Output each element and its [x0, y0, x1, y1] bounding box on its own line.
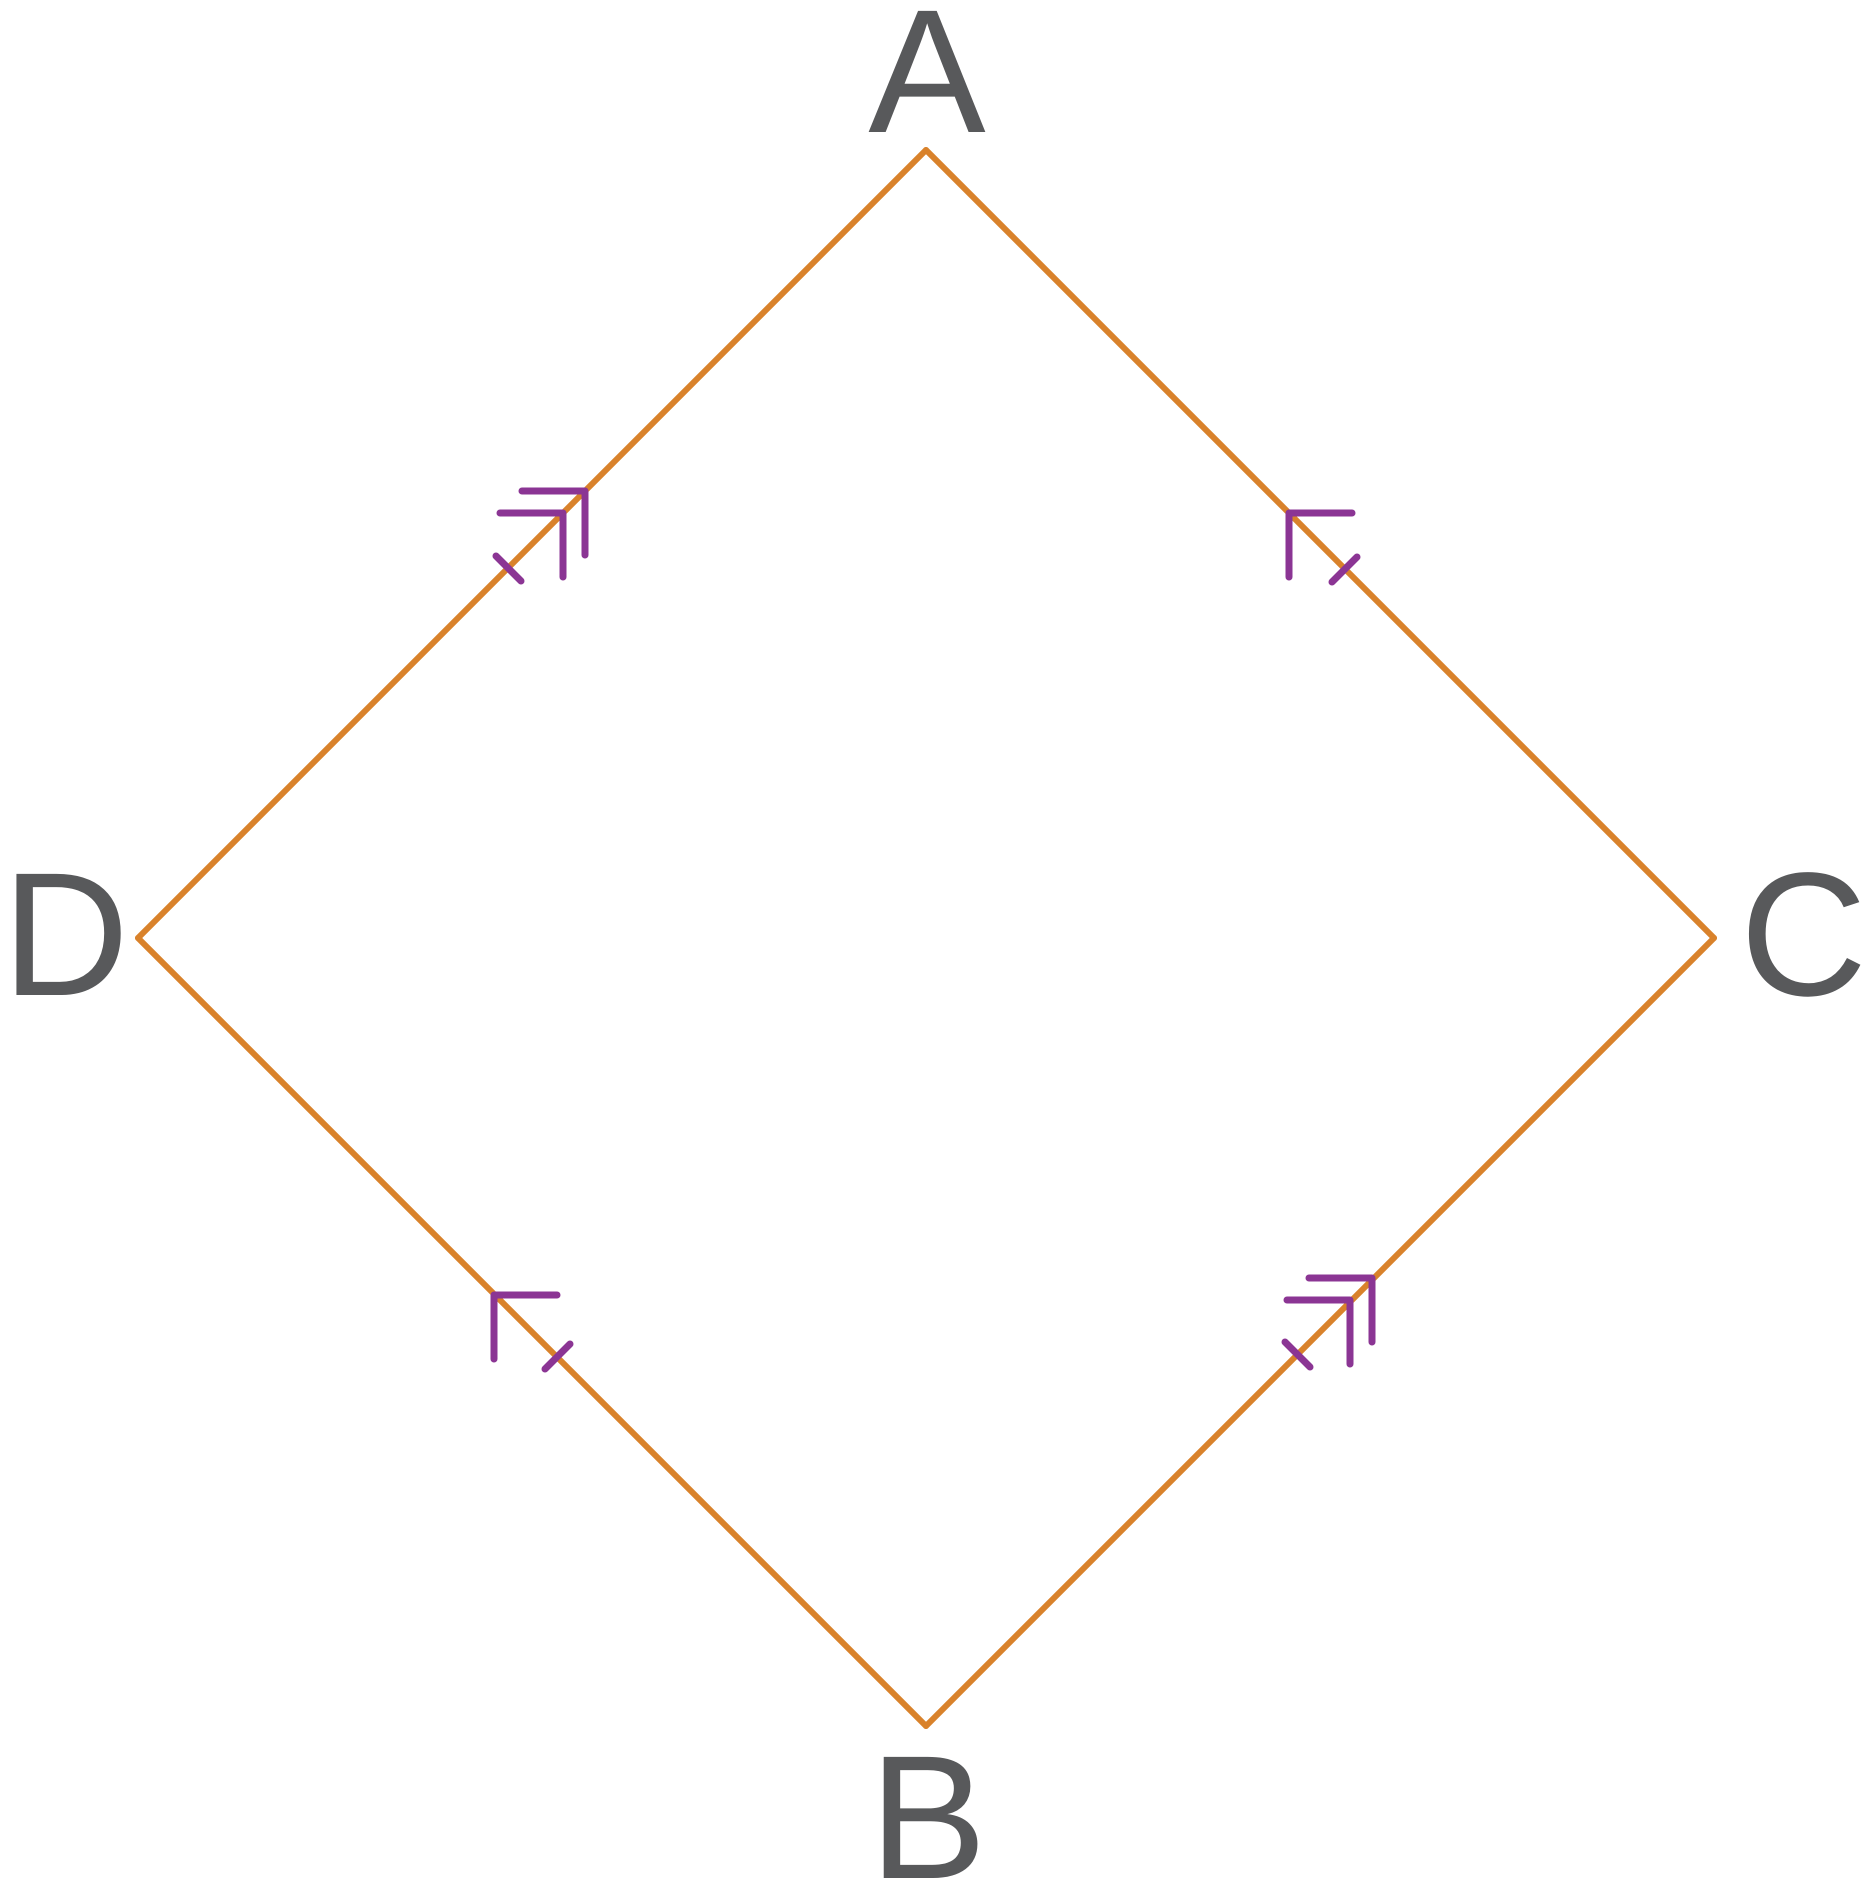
tick-mark-AC — [1328, 553, 1361, 586]
rhombus-edges — [135, 147, 1717, 1729]
edge-CB — [923, 935, 1717, 1729]
tick-mark-AD — [492, 552, 525, 585]
edge-marks — [490, 487, 1376, 1373]
vertex-label-B: B — [869, 1720, 986, 1879]
parallel-arrow-BC-2 — [1305, 1274, 1376, 1346]
parallel-arrow-AD-1 — [496, 509, 567, 581]
tick-mark-BC — [1281, 1338, 1314, 1371]
edge-DB — [135, 935, 929, 1729]
parallel-arrow-BD — [490, 1291, 561, 1363]
edge-AC — [923, 147, 1717, 941]
tick-mark-BD — [541, 1340, 574, 1373]
parallel-arrow-AC — [1285, 509, 1356, 581]
parallel-arrow-BC-1 — [1283, 1296, 1354, 1368]
vertex-label-D: D — [2, 837, 129, 1033]
parallel-arrow-AD-2 — [518, 487, 589, 559]
edge-AD — [135, 147, 929, 941]
vertex-label-C: C — [1740, 837, 1867, 1033]
vertex-label-A: A — [868, 0, 986, 170]
